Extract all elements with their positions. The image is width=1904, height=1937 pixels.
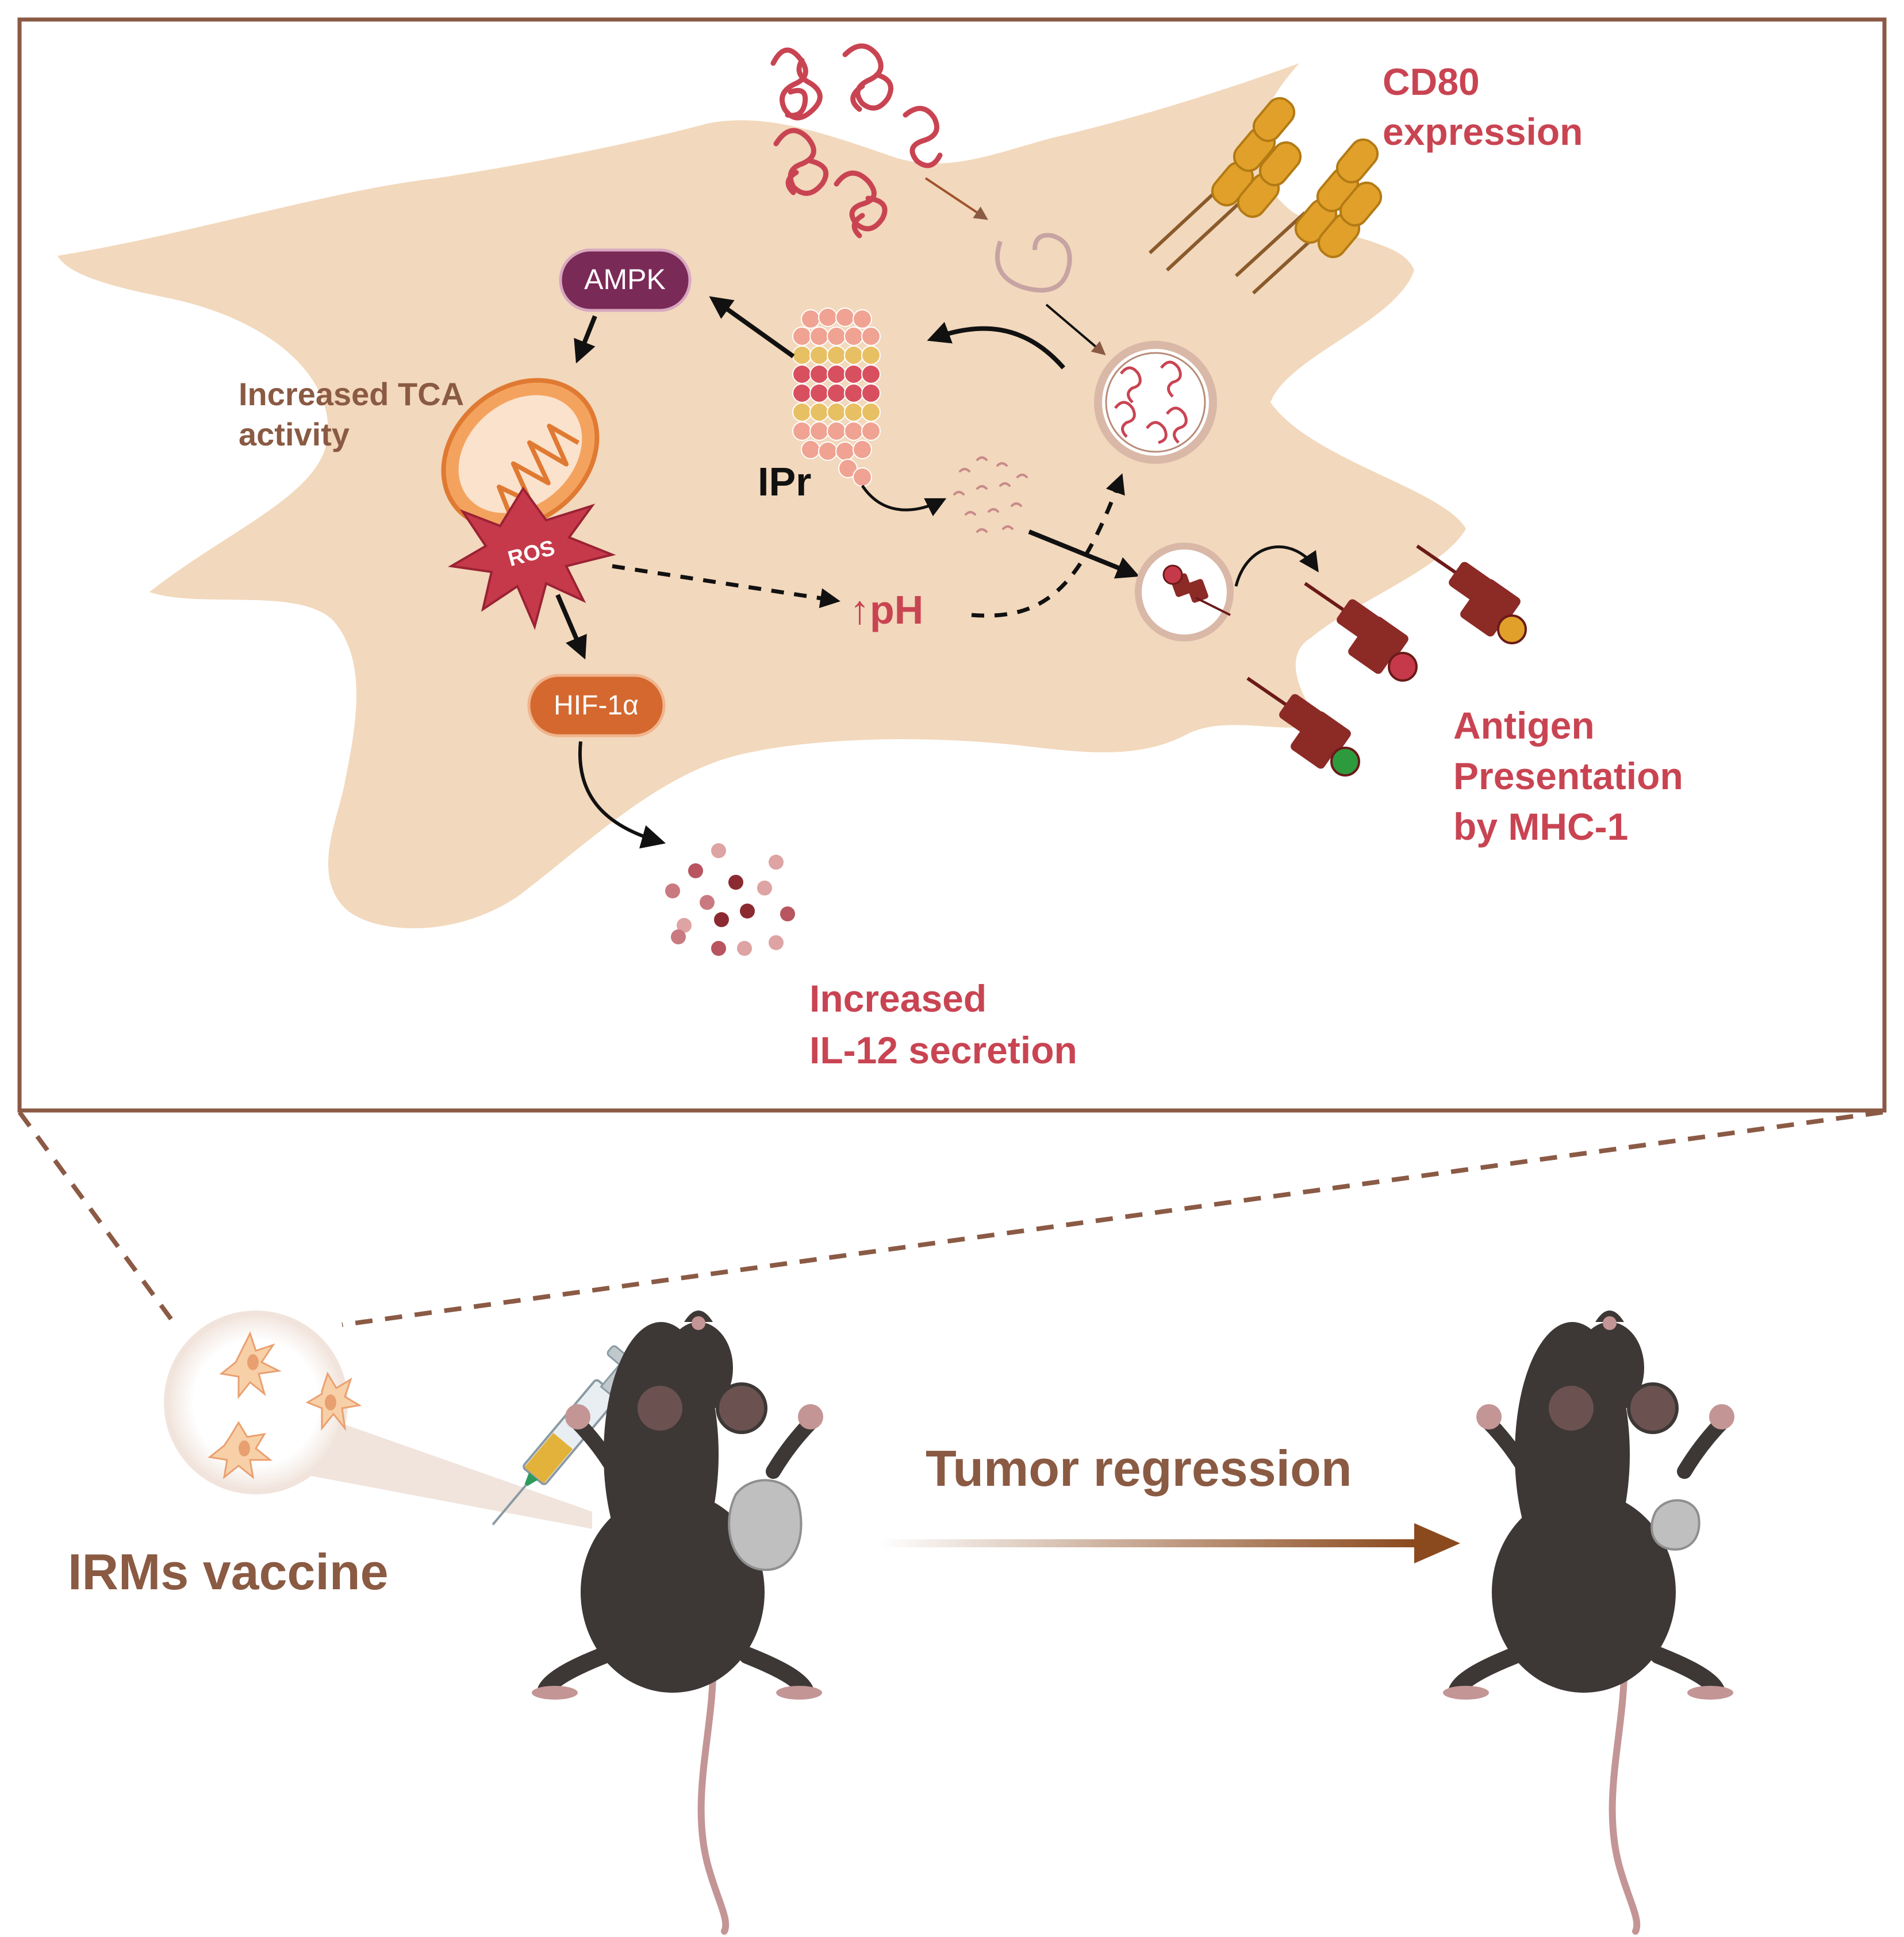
regression-label: Tumor regression (926, 1440, 1352, 1497)
cd80-label: CD80 (1383, 60, 1480, 103)
mitochondrion-icon (441, 378, 600, 531)
mhc-loading-vesicle-icon (1135, 543, 1234, 641)
zoom-line-right (341, 1110, 1883, 1327)
mhc-molecule-icon (1246, 544, 1527, 777)
dendritic-cell-body (57, 63, 1466, 928)
ros-burst-icon: ROS (448, 486, 616, 631)
tca-label-2: activity (239, 416, 350, 452)
tumor-large-icon (728, 1479, 803, 1571)
vaccine-label: IRMs vaccine (68, 1543, 389, 1600)
il12-cytokine-dots (665, 843, 795, 956)
antigen-protein-icon (770, 43, 943, 239)
endosome-icon (1094, 341, 1217, 464)
proteasome-icon (792, 308, 881, 487)
svg-text:AMPK: AMPK (584, 263, 666, 295)
antigen-presentation-label-2: Presentation (1453, 755, 1683, 797)
tca-label: Increased TCA (239, 376, 464, 412)
hif-1a-node: HIF-1α (527, 674, 666, 737)
regression-arrow-shaft (880, 1539, 1414, 1547)
tumor-small-icon (1650, 1499, 1700, 1551)
cd80-label-2: expression (1383, 110, 1583, 153)
zoom-line-left (17, 1110, 178, 1327)
endocytic-vesicle-icon (995, 233, 1072, 293)
ipr-label: IPr (758, 459, 811, 504)
regression-arrow-head (1414, 1523, 1460, 1563)
ph-label: ↑pH (850, 587, 923, 632)
mouse-icon-treated (532, 1310, 823, 1935)
cd80-receptor-icon (1148, 97, 1383, 295)
il12-label-2: IL-12 secretion (809, 1029, 1077, 1071)
il12-label: Increased (809, 977, 986, 1020)
svg-text:HIF-1α: HIF-1α (554, 690, 639, 721)
peptide-fragments-icon (953, 456, 1028, 533)
mouse-icon-regressed (1443, 1310, 1734, 1935)
antigen-presentation-label: Antigen (1453, 704, 1595, 747)
cell-dish-icon (164, 1310, 592, 1529)
antigen-presentation-label-3: by MHC-1 (1453, 805, 1628, 848)
ampk-node: AMPK (559, 248, 692, 312)
